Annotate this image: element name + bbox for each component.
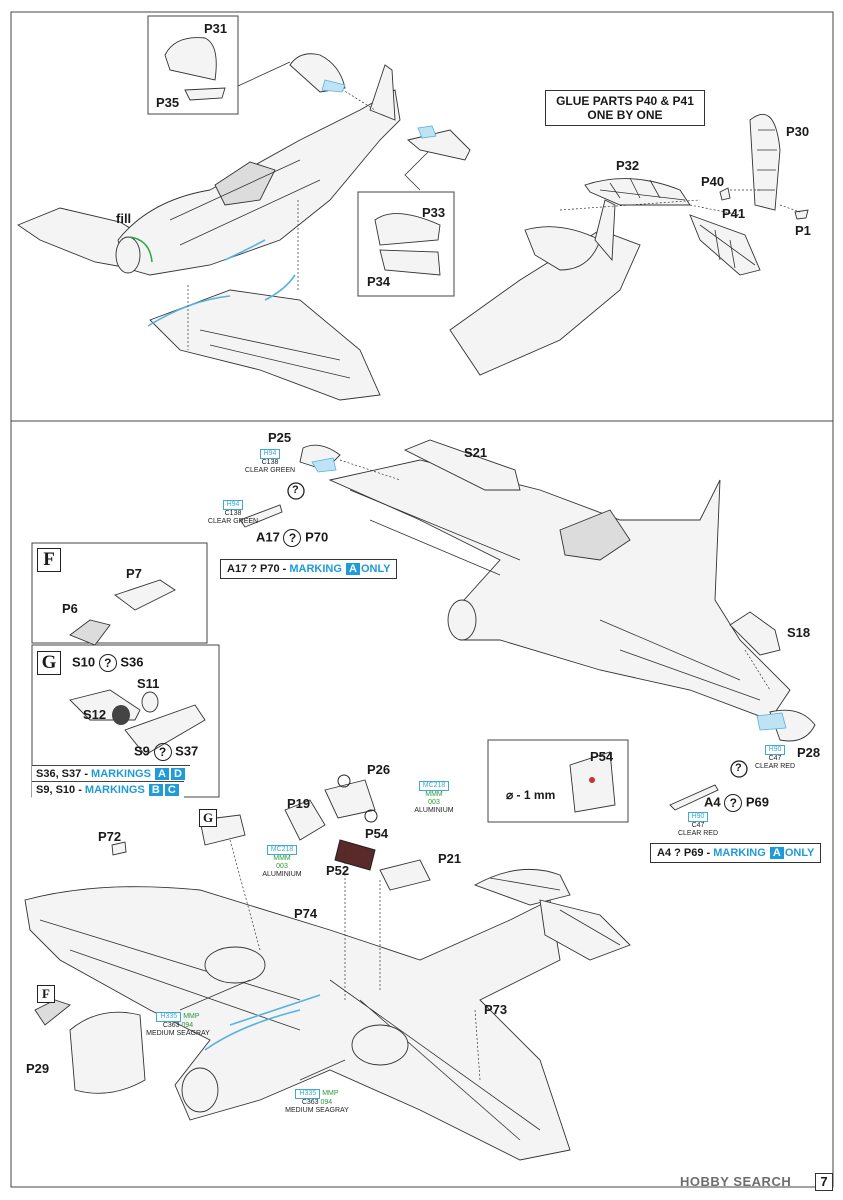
part-label-s12: S12 [83, 707, 107, 722]
part-label-p32: P32 [616, 158, 640, 173]
glue-note-line2: ONE BY ONE [587, 108, 663, 122]
question-mark-2: ? [735, 762, 742, 774]
watermark-logo: HOBBY SEARCH [680, 1174, 791, 1189]
top-left-aircraft [17, 64, 401, 401]
part-label-p40: P40 [701, 174, 725, 189]
part-label-p19: P19 [287, 796, 311, 811]
part-label-p30: P30 [786, 124, 810, 139]
section-g-small-box: G [199, 809, 217, 827]
part-label-p7: P7 [126, 566, 142, 581]
section-f-small-box: F [37, 985, 55, 1003]
part-label-s21: S21 [464, 445, 488, 460]
f-box-frame [31, 542, 208, 644]
drill-note: ⌀ - 1 mm [506, 788, 556, 802]
part-label-p26: P26 [367, 762, 391, 777]
part-label-p41: P41 [722, 206, 746, 221]
paint-aluminium-2: MC218 MMM 003 ALUMINIUM [262, 845, 302, 878]
part-label-s9-s37: S9 ? S37 [134, 743, 199, 761]
part-label-p33: P33 [422, 205, 446, 220]
bottom-aircraft [24, 779, 631, 1161]
part-label-p74: P74 [294, 906, 318, 921]
part-label-p34: P34 [367, 274, 391, 289]
section-f-box: F [37, 548, 61, 572]
part-label-p54: P54 [365, 826, 389, 841]
part-label-s10-s36: S10 ? S36 [72, 654, 144, 672]
watermark-text: HOBBY SEARCH [680, 1174, 792, 1189]
part-label-s11: S11 [137, 676, 160, 691]
part-label-p29: P29 [26, 1061, 50, 1076]
part-label-p73: P73 [484, 1002, 508, 1017]
question-mark-1: ? [292, 484, 299, 496]
part-label-p21: P21 [438, 851, 462, 866]
part-label-s18: S18 [787, 625, 811, 640]
part-label-p1: P1 [795, 223, 811, 238]
top-right-tail [449, 113, 809, 376]
paint-clear-green-1: H94 C138 CLEAR GREEN [244, 449, 296, 474]
part-label-p25: P25 [268, 430, 292, 445]
page-number: 7 [815, 1173, 833, 1191]
paint-clear-red-1: H90 C47 CLEAR RED [754, 745, 796, 770]
part-label-p72: P72 [98, 829, 122, 844]
p33-inset-frame [357, 191, 455, 297]
paint-aluminium-1: MC218 MMM 003 ALUMINIUM [414, 781, 454, 814]
part-label-p54-detail: P54 [590, 749, 614, 764]
part-label-p35: P35 [156, 95, 180, 110]
glue-note-line1: GLUE PARTS P40 & P41 [556, 94, 694, 108]
paint-clear-red-2: H90 C47 CLEAR RED [677, 812, 719, 837]
part-label-p6: P6 [62, 601, 78, 616]
fill-label: fill [116, 211, 132, 226]
part-label-a4-p69: A4 ? P69 [704, 794, 770, 812]
part-label-p28: P28 [797, 745, 821, 760]
part-label-a17-p70: A17 ? P70 [256, 529, 329, 547]
section-g-box: G [37, 651, 61, 675]
glue-note: GLUE PARTS P40 & P41 ONE BY ONE [545, 90, 705, 126]
part-label-p52: P52 [326, 863, 350, 878]
paint-clear-green-2: H94 C138 CLEAR GREEN [207, 500, 259, 525]
middle-aircraft [239, 439, 816, 811]
part-label-p31: P31 [204, 21, 228, 36]
